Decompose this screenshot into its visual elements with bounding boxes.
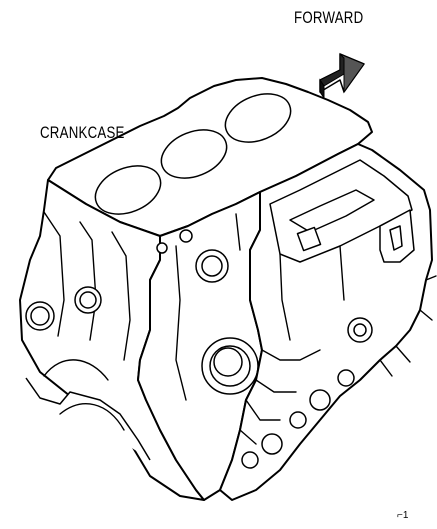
figure-reference: ⌐1	[397, 510, 409, 521]
crankcase-label: CRANKCASE	[40, 123, 125, 142]
forward-label: FORWARD	[294, 8, 364, 27]
forward-arrow-icon	[319, 52, 365, 100]
crankcase-body	[19, 77, 437, 501]
